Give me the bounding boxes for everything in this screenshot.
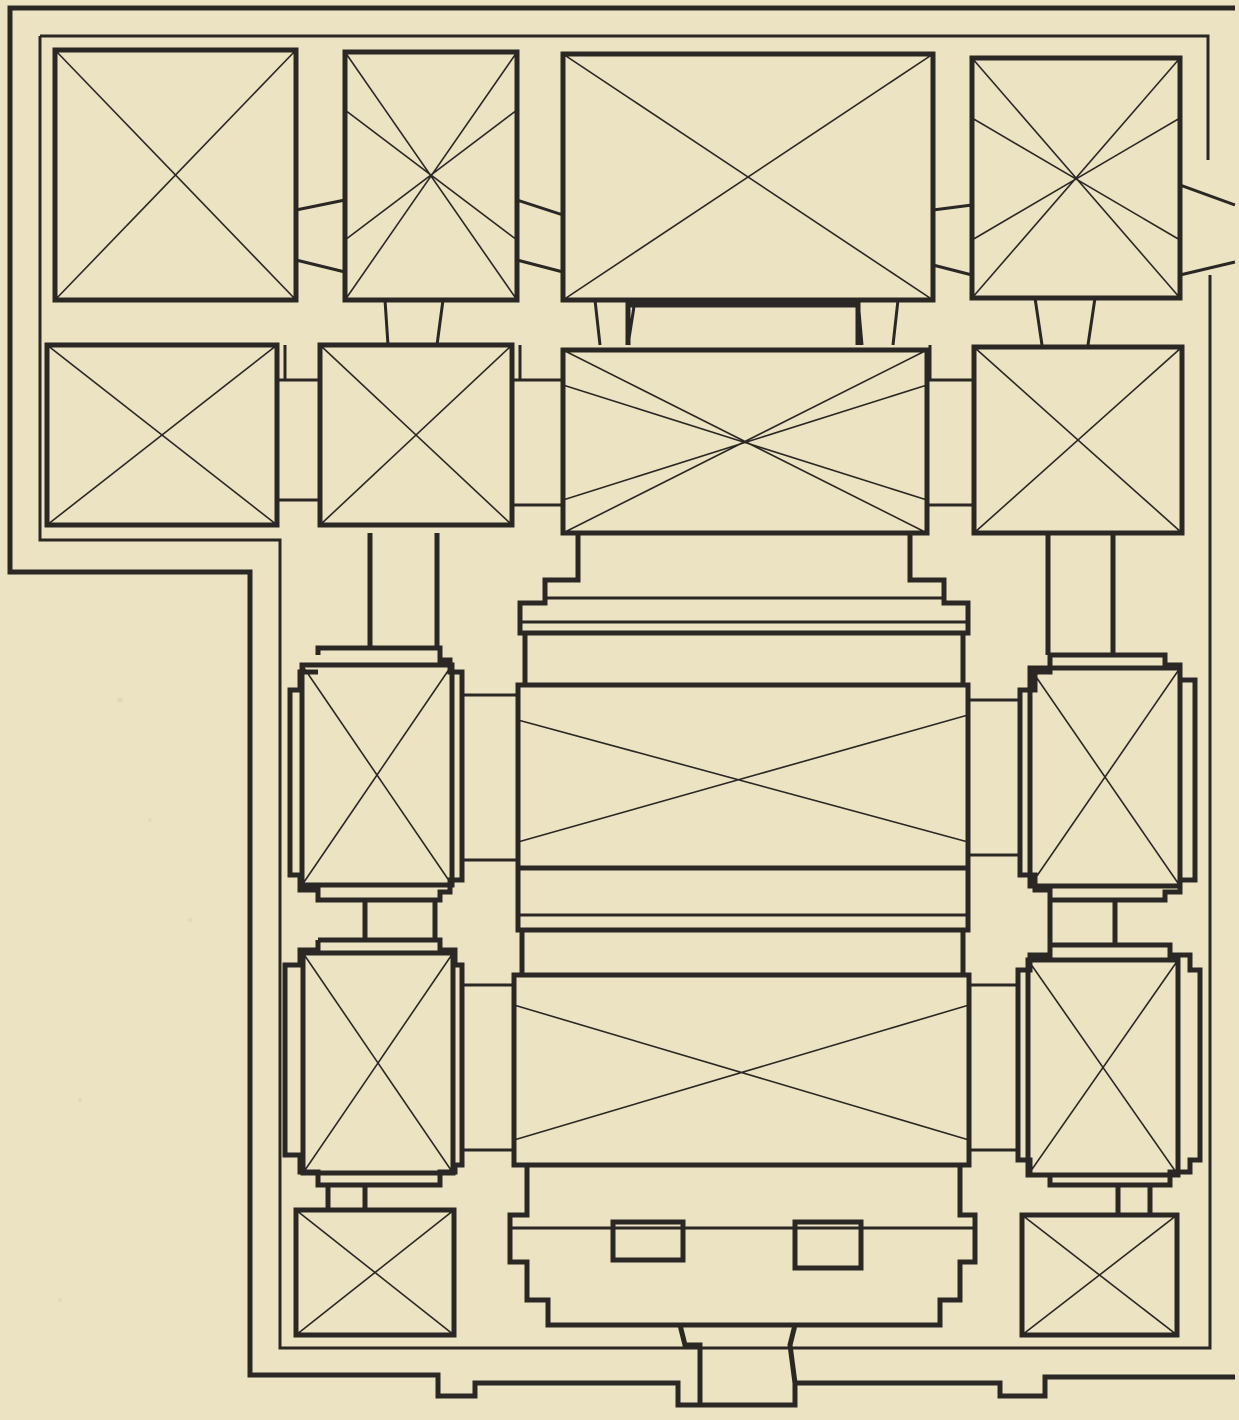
side-chapels	[282, 533, 1203, 1215]
nave-bay-1	[515, 682, 971, 871]
corner-rooms	[293, 1207, 1180, 1338]
room-2-4	[971, 344, 1185, 536]
chapel-left-2	[300, 950, 456, 1176]
nave-bay-2	[511, 972, 972, 1168]
room-1-2	[342, 49, 520, 303]
chapel-right-2	[1025, 957, 1181, 1178]
room-1-1	[52, 47, 299, 303]
room-2-2	[317, 342, 515, 528]
chapel-right-1	[1027, 665, 1183, 889]
room-row-2	[44, 342, 1185, 536]
room-2-3	[560, 347, 930, 536]
room-corner-left	[293, 1207, 457, 1338]
paper-texture	[58, 697, 193, 1302]
nave	[507, 533, 978, 1384]
room-corner-right	[1019, 1212, 1180, 1338]
inner-wall	[38, 34, 1236, 1350]
outer-wall	[7, 5, 1235, 1408]
altar-step-left	[610, 1219, 686, 1263]
chapel-left-1	[299, 662, 455, 888]
room-1-4	[969, 55, 1183, 301]
altar-step-right	[792, 1219, 864, 1271]
room-2-1	[44, 342, 280, 528]
row-connectors	[283, 297, 1097, 382]
room-row-1	[52, 47, 1183, 303]
room-1-3	[560, 51, 936, 303]
